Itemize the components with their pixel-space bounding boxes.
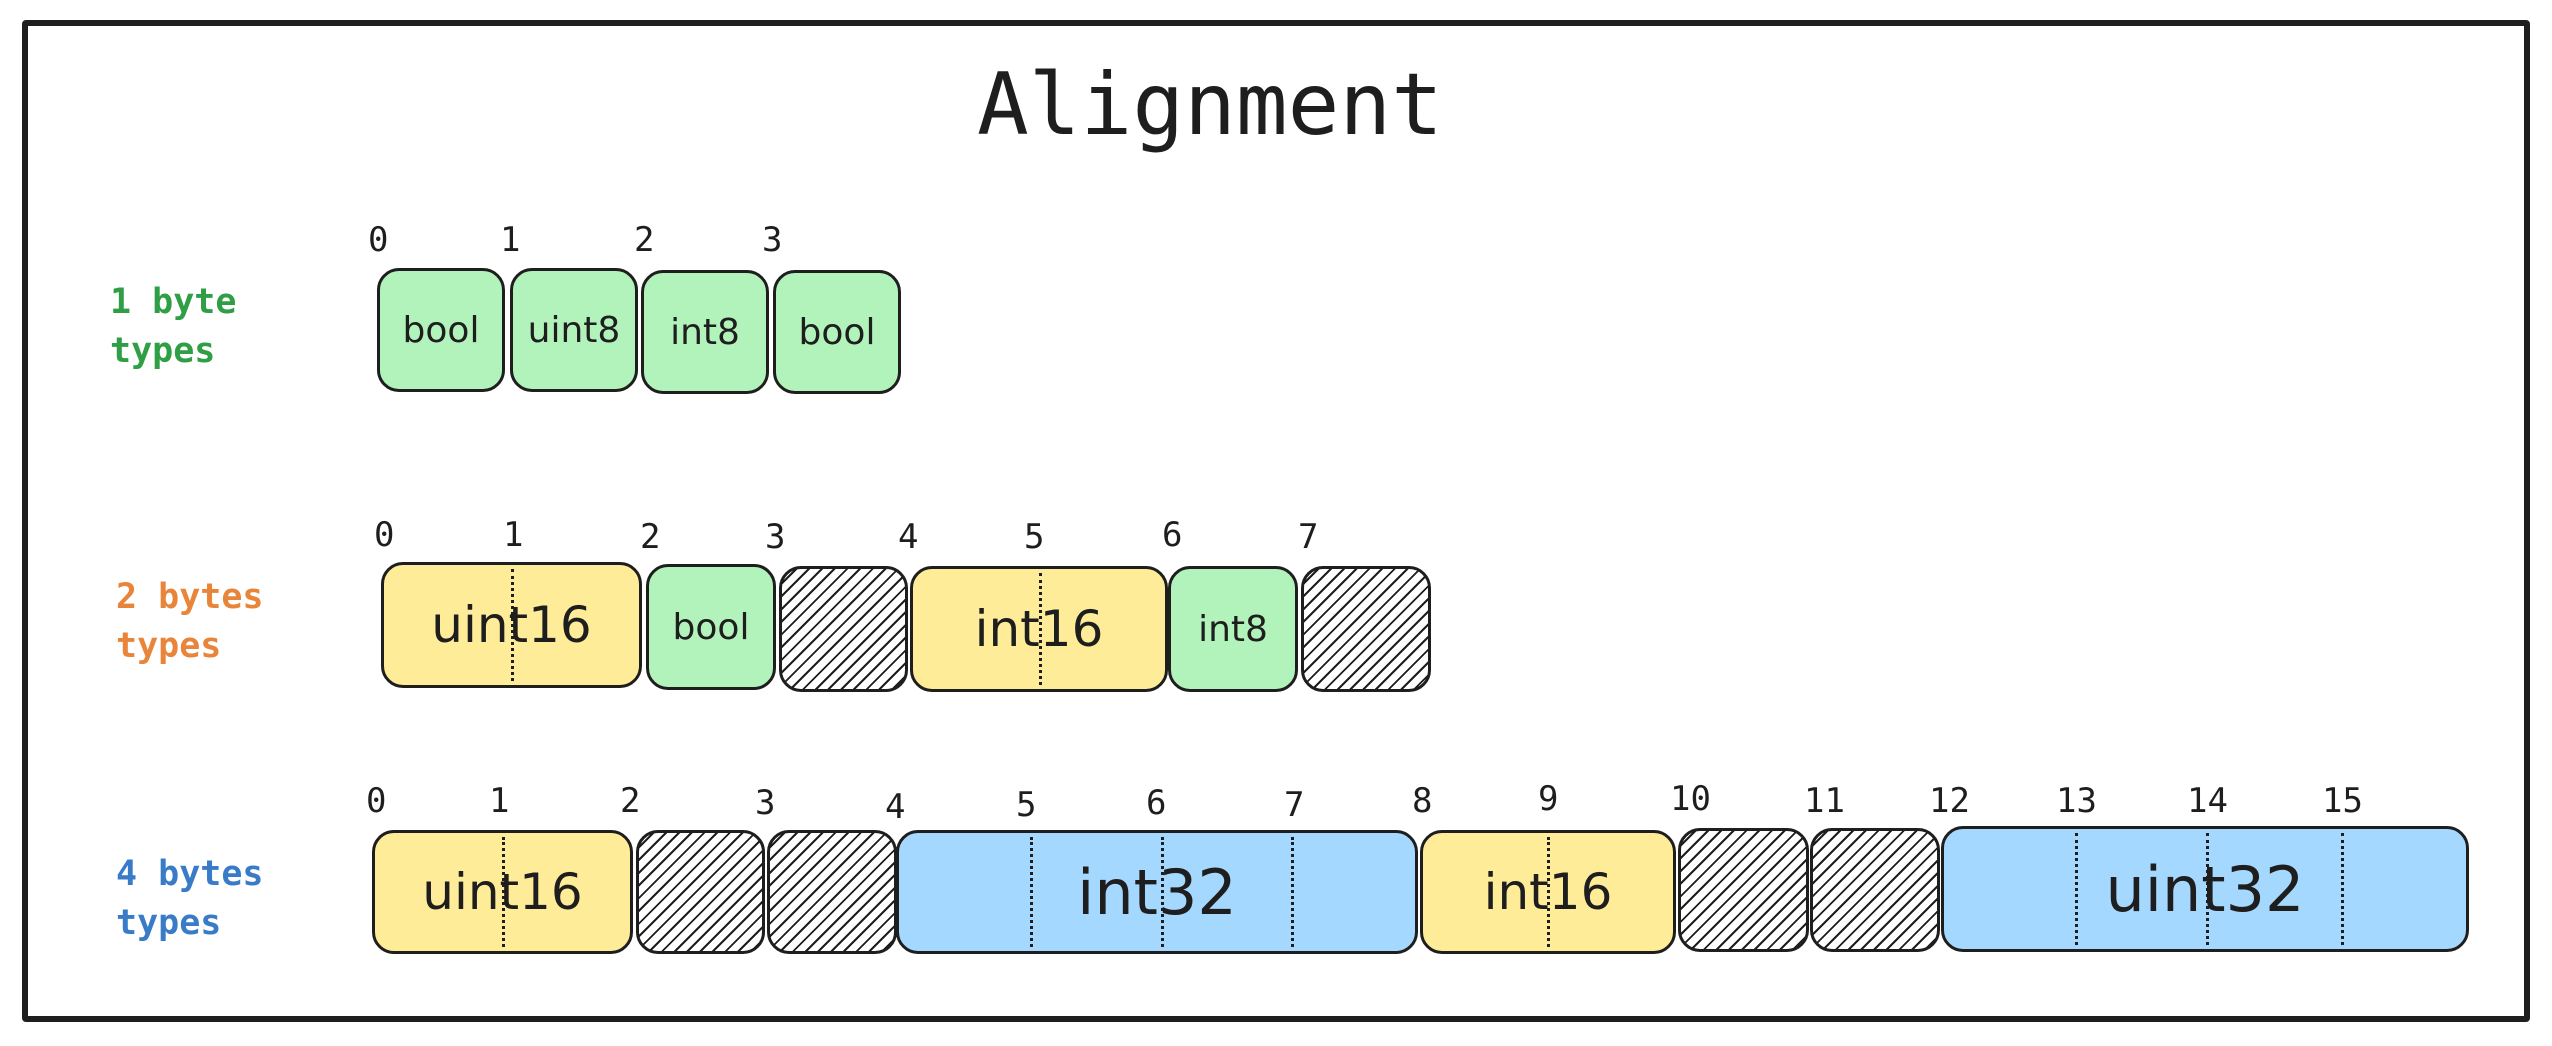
- byte-divider: [2075, 833, 2078, 945]
- byte-divider: [1161, 837, 1164, 947]
- padding-byte: [636, 830, 765, 954]
- field-int8: int8: [641, 270, 769, 394]
- row-label-line2: types: [116, 903, 222, 943]
- offset-tick: 13: [2056, 781, 2097, 821]
- field-int8: int8: [1168, 566, 1298, 692]
- field-int16: int16: [1420, 830, 1676, 954]
- offset-tick: 5: [1016, 785, 1037, 825]
- row-label-line1: 2 bytes: [116, 577, 264, 617]
- row-label-2-bytes: 2 bytes types: [116, 573, 264, 671]
- offset-tick: 1: [489, 781, 510, 821]
- field-bool: bool: [646, 564, 776, 690]
- offset-tick: 11: [1804, 781, 1845, 821]
- offset-tick: 0: [366, 781, 387, 821]
- field-label: uint16: [431, 596, 592, 654]
- offset-tick: 8: [1412, 781, 1433, 821]
- row-label-line2: types: [110, 331, 216, 371]
- field-label: int8: [670, 311, 740, 353]
- offset-tick: 10: [1670, 779, 1711, 819]
- offset-tick: 12: [1929, 781, 1970, 821]
- offset-tick: 15: [2322, 781, 2363, 821]
- offset-tick: 3: [755, 783, 776, 823]
- field-label: uint16: [422, 863, 583, 921]
- offset-tick: 5: [1024, 517, 1045, 557]
- offset-tick: 3: [762, 220, 783, 260]
- field-label: bool: [672, 606, 750, 648]
- field-label: int32: [1077, 855, 1237, 929]
- padding-byte: [1810, 828, 1940, 952]
- offset-tick: 7: [1298, 517, 1319, 557]
- field-int16: int16: [910, 566, 1168, 692]
- field-label: int16: [974, 600, 1104, 658]
- field-bool: bool: [377, 268, 505, 392]
- row-label-1-byte: 1 byte types: [110, 278, 236, 376]
- byte-divider: [502, 837, 505, 947]
- byte-divider: [1030, 837, 1033, 947]
- field-uint32: uint32: [1941, 826, 2469, 952]
- diagram-title: Alignment: [977, 55, 1443, 155]
- field-int32: int32: [896, 830, 1418, 954]
- byte-divider: [1291, 837, 1294, 947]
- field-label: int8: [1198, 608, 1268, 650]
- field-label: int16: [1483, 863, 1613, 921]
- offset-tick: 2: [634, 220, 655, 260]
- row-label-line1: 4 bytes: [116, 854, 264, 894]
- padding-byte: [767, 830, 897, 954]
- row-label-line2: types: [116, 626, 222, 666]
- offset-tick: 9: [1538, 779, 1559, 819]
- field-label: uint8: [527, 309, 621, 351]
- offset-tick: 4: [885, 787, 906, 827]
- byte-divider: [1039, 573, 1042, 685]
- row-label-line1: 1 byte: [110, 282, 237, 322]
- offset-tick: 3: [765, 517, 786, 557]
- offset-tick: 6: [1146, 783, 1167, 823]
- padding-byte: [779, 566, 908, 692]
- row-label-4-bytes: 4 bytes types: [116, 850, 264, 948]
- byte-divider: [2206, 833, 2209, 945]
- byte-divider: [1547, 837, 1550, 947]
- offset-tick: 14: [2187, 781, 2228, 821]
- field-uint16: uint16: [372, 830, 633, 954]
- field-uint8: uint8: [510, 268, 638, 392]
- field-label: bool: [798, 311, 876, 353]
- byte-divider: [2341, 833, 2344, 945]
- offset-tick: 4: [898, 517, 919, 557]
- offset-tick: 6: [1162, 515, 1183, 555]
- offset-tick: 1: [503, 515, 524, 555]
- field-uint16: uint16: [381, 562, 642, 688]
- offset-tick: 1: [500, 220, 521, 260]
- field-bool: bool: [773, 270, 901, 394]
- byte-divider: [511, 569, 514, 681]
- offset-tick: 0: [374, 515, 395, 555]
- offset-tick: 2: [640, 517, 661, 557]
- padding-byte: [1678, 828, 1809, 952]
- field-label: bool: [402, 309, 480, 351]
- padding-byte: [1301, 566, 1431, 692]
- field-label: uint32: [2105, 852, 2305, 926]
- offset-tick: 0: [368, 220, 389, 260]
- offset-tick: 7: [1284, 785, 1305, 825]
- offset-tick: 2: [620, 781, 641, 821]
